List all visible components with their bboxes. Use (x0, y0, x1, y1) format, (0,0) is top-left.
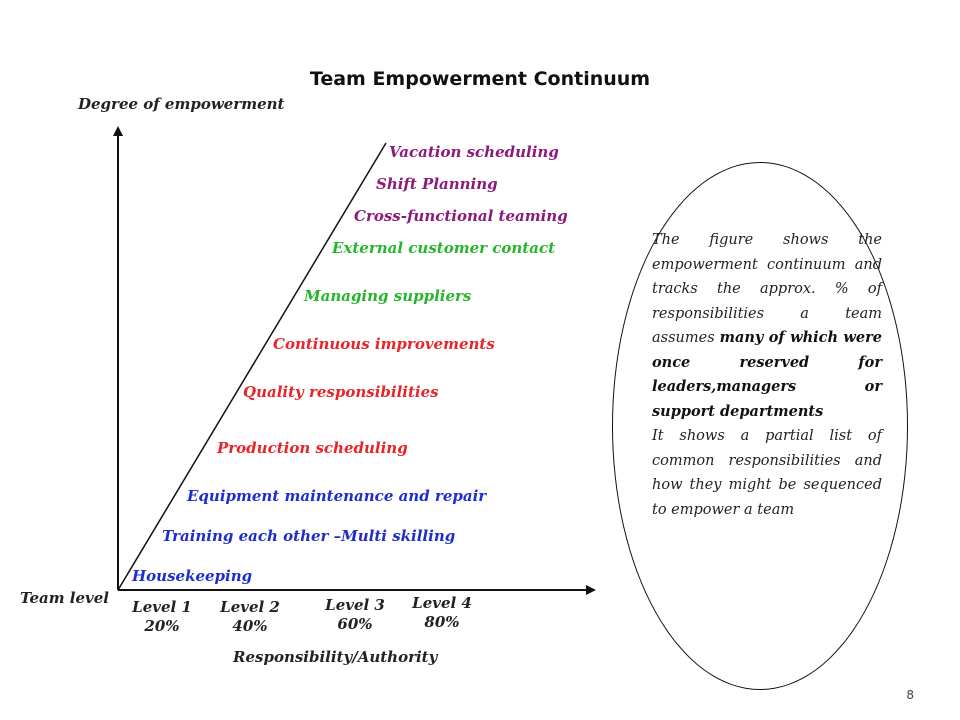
level-name: Level 4 (412, 594, 472, 612)
level-percent: 60% (337, 615, 373, 633)
responsibility-housekeeping: Housekeeping (132, 567, 253, 585)
x-axis-label: Responsibility/Authority (233, 648, 438, 666)
page-number: 8 (906, 688, 914, 702)
level-3: Level 3 60% (315, 596, 395, 634)
level-1: Level 1 20% (122, 598, 202, 636)
level-percent: 40% (232, 617, 268, 635)
responsibility-training: Training each other –Multi skilling (162, 527, 456, 545)
note-part1-bold: many of which were once reserved for lea… (652, 329, 882, 420)
level-name: Level 1 (132, 598, 192, 616)
responsibility-quality: Quality responsibilities (243, 383, 439, 401)
responsibility-cross-functional-teaming: Cross-functional teaming (354, 207, 568, 225)
slide-title: Team Empowerment Continuum (309, 68, 651, 90)
responsibility-equipment-maintenance: Equipment maintenance and repair (187, 487, 487, 505)
note-ellipse (612, 162, 908, 690)
level-4: Level 4 80% (402, 594, 482, 632)
note-part2: It shows a partial list of common respon… (652, 428, 882, 518)
responsibility-shift-planning: Shift Planning (376, 175, 498, 193)
level-name: Level 3 (325, 596, 385, 614)
level-percent: 80% (424, 613, 460, 631)
responsibility-external-customer-contact: External customer contact (332, 239, 556, 257)
empowerment-diagonal (117, 142, 387, 591)
responsibility-vacation-scheduling: Vacation scheduling (389, 143, 559, 161)
level-name: Level 2 (220, 598, 280, 616)
note-part1: The figure shows the empowerment continu… (652, 232, 882, 346)
origin-label: Team level (20, 589, 109, 607)
y-axis-label: Degree of empowerment (78, 95, 285, 113)
responsibility-managing-suppliers: Managing suppliers (304, 287, 472, 305)
level-percent: 20% (144, 617, 180, 635)
level-2: Level 2 40% (210, 598, 290, 636)
responsibility-continuous-improvements: Continuous improvements (273, 335, 495, 353)
note-text: The figure shows the empowerment continu… (652, 228, 882, 522)
responsibility-production-scheduling: Production scheduling (217, 439, 408, 457)
